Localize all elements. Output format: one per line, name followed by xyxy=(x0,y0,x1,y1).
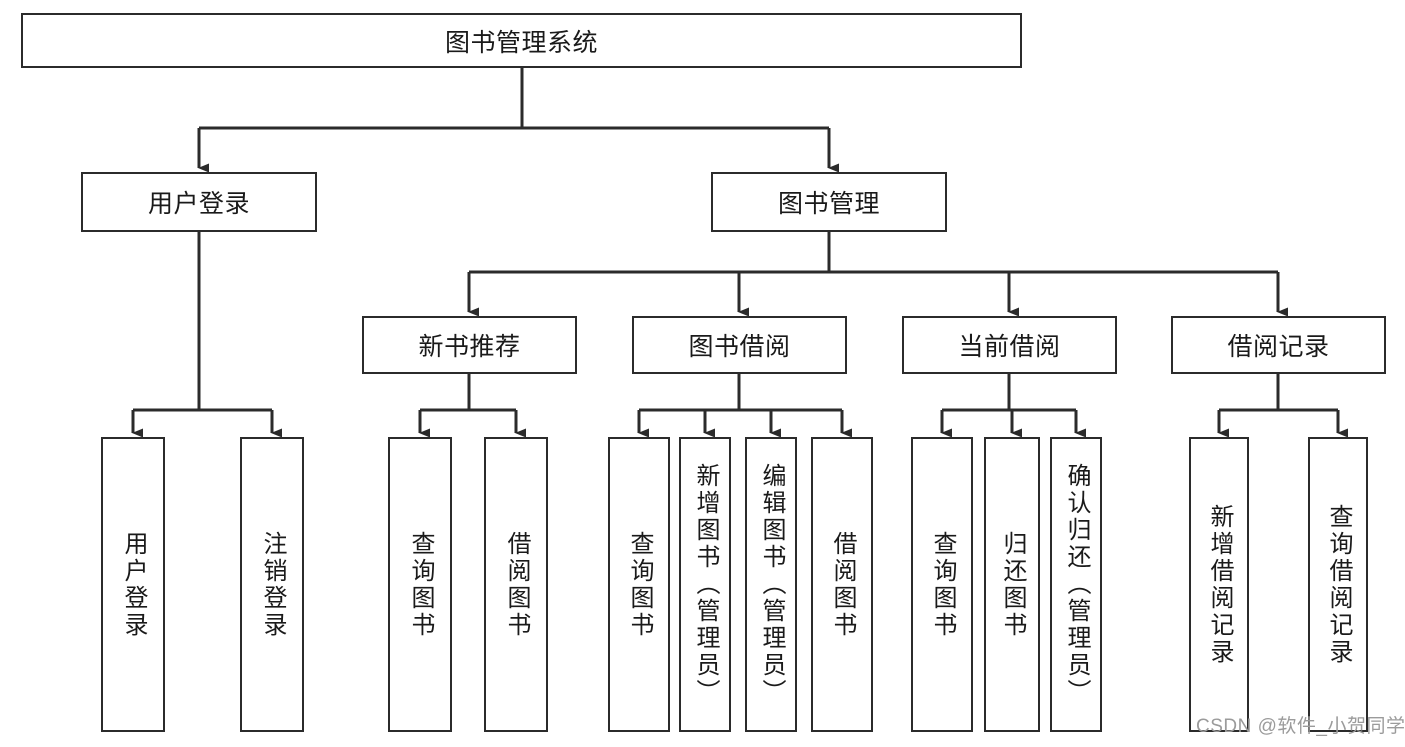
node-new-book-recommend[interactable]: 新书推荐 xyxy=(362,316,577,374)
node-leaf-borrow-book[interactable]: 借阅图书 xyxy=(811,437,873,732)
node-current-borrow-label: 当前借阅 xyxy=(958,333,1061,361)
node-root-label: 图书管理系统 xyxy=(444,28,598,57)
node-leaf-user-login[interactable]: 用户登录 xyxy=(101,437,165,732)
node-new-book-recommend-label: 新书推荐 xyxy=(418,333,521,361)
node-leaf-add-book-label: 新增图书（管理员） xyxy=(692,463,719,706)
node-leaf-user-login-label: 用户登录 xyxy=(120,530,147,639)
node-leaf-return-book[interactable]: 归还图书 xyxy=(984,437,1040,732)
node-user-login-label: 用户登录 xyxy=(147,190,250,218)
node-leaf-edit-book[interactable]: 编辑图书（管理员） xyxy=(745,437,797,732)
node-leaf-query-book-rec[interactable]: 查询图书 xyxy=(388,437,452,732)
node-book-borrow-label: 图书借阅 xyxy=(688,333,791,361)
node-book-manage[interactable]: 图书管理 xyxy=(711,172,947,232)
node-current-borrow[interactable]: 当前借阅 xyxy=(902,316,1117,374)
node-leaf-confirm-return-label: 确认归还（管理员） xyxy=(1063,463,1090,706)
node-leaf-query-book-borrow[interactable]: 查询图书 xyxy=(608,437,670,732)
node-user-login[interactable]: 用户登录 xyxy=(81,172,317,232)
node-root[interactable]: 图书管理系统 xyxy=(21,13,1022,68)
node-leaf-query-record[interactable]: 查询借阅记录 xyxy=(1308,437,1368,732)
node-leaf-query-book-borrow-label: 查询图书 xyxy=(626,530,653,639)
node-leaf-borrow-book-rec-label: 借阅图书 xyxy=(503,530,530,639)
node-leaf-borrow-book-rec[interactable]: 借阅图书 xyxy=(484,437,548,732)
node-leaf-add-record-label: 新增借阅记录 xyxy=(1206,503,1233,666)
node-leaf-query-book-rec-label: 查询图书 xyxy=(407,530,434,639)
node-leaf-add-book[interactable]: 新增图书（管理员） xyxy=(679,437,731,732)
node-leaf-confirm-return[interactable]: 确认归还（管理员） xyxy=(1050,437,1102,732)
node-leaf-logout[interactable]: 注销登录 xyxy=(240,437,304,732)
node-borrow-record[interactable]: 借阅记录 xyxy=(1171,316,1386,374)
node-leaf-return-book-label: 归还图书 xyxy=(999,530,1026,639)
node-leaf-query-book-cur[interactable]: 查询图书 xyxy=(911,437,973,732)
node-borrow-record-label: 借阅记录 xyxy=(1227,333,1330,361)
node-leaf-borrow-book-label: 借阅图书 xyxy=(829,530,856,639)
node-leaf-add-record[interactable]: 新增借阅记录 xyxy=(1189,437,1249,732)
node-book-borrow[interactable]: 图书借阅 xyxy=(632,316,847,374)
node-leaf-query-record-label: 查询借阅记录 xyxy=(1325,503,1352,666)
node-leaf-query-book-cur-label: 查询图书 xyxy=(929,530,956,639)
node-leaf-logout-label: 注销登录 xyxy=(259,530,286,639)
node-leaf-edit-book-label: 编辑图书（管理员） xyxy=(758,463,785,706)
node-book-manage-label: 图书管理 xyxy=(777,190,880,218)
